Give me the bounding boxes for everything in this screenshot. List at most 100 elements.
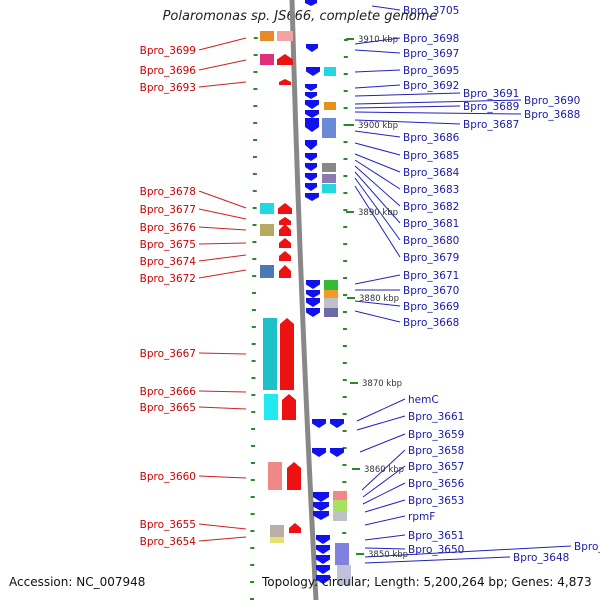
gene-block	[324, 102, 336, 110]
gene-block	[337, 565, 351, 575]
forward-gene-arrow	[287, 462, 301, 490]
right-leader-line	[354, 310, 401, 323]
left-gene-label: Bpro_3693	[140, 82, 196, 94]
gene-block	[324, 280, 338, 290]
reverse-gene-arrow	[312, 419, 326, 428]
right-leader-line	[354, 119, 461, 125]
right-leader-line	[354, 111, 522, 115]
gene-block	[270, 525, 284, 537]
gene-block	[263, 318, 277, 390]
left-leader-line	[198, 81, 247, 88]
right-leader-line	[354, 69, 401, 73]
left-gene-label: Bpro_3666	[140, 386, 197, 398]
left-gene-label: Bpro_3677	[140, 204, 196, 216]
gene-block	[322, 118, 336, 138]
reverse-gene-arrow	[306, 308, 320, 317]
reverse-gene-arrow	[305, 84, 317, 91]
right-gene-label: Bpro_3689	[463, 101, 519, 113]
gene-block	[268, 462, 282, 490]
right-gene-label: Bpro_3668	[403, 317, 459, 329]
right-leader-line	[364, 556, 511, 564]
reverse-gene-arrow	[316, 555, 330, 564]
right-gene-label: Bpro_3653	[408, 495, 464, 507]
left-leader-line	[198, 536, 247, 542]
kbp-label: 3860 kbp	[364, 465, 404, 475]
left-leader-line	[198, 190, 247, 209]
right-leader-line	[359, 433, 406, 453]
gene-block	[333, 500, 347, 511]
left-gene-label: Bpro_3654	[140, 536, 197, 548]
right-gene-label: Bpro_3697	[403, 48, 459, 60]
left-leader-line	[198, 475, 247, 479]
forward-gene-arrow	[279, 217, 291, 225]
right-leader-line	[354, 185, 401, 258]
right-gene-label: Bpro_3671	[403, 270, 459, 282]
gene-block	[322, 174, 336, 183]
right-leader-line	[354, 165, 401, 207]
right-leader-line	[362, 465, 406, 498]
gene-block	[333, 511, 347, 521]
kbp-label: 3850 kbp	[368, 550, 408, 560]
right-gene-label: Bpro_3659	[408, 429, 464, 441]
right-leader-line	[364, 515, 406, 526]
right-gene-label: Bpro_3679	[403, 252, 459, 264]
right-gene-label: Bpro_3650	[408, 544, 464, 556]
kbp-label: 3870 kbp	[362, 379, 402, 389]
right-gene-label: Bpro_3686	[403, 132, 460, 144]
left-leader-line	[198, 208, 247, 220]
forward-gene-arrow	[279, 79, 291, 85]
reverse-genes	[305, 0, 351, 585]
right-leader-line	[362, 482, 406, 505]
gene-block	[322, 184, 336, 193]
forward-gene-arrow	[280, 318, 294, 390]
gene-block	[260, 31, 274, 41]
forward-gene-arrow	[282, 394, 296, 420]
gene-block	[322, 163, 336, 172]
left-leader-line	[198, 269, 247, 279]
right-gene-label: Bpro_3682	[403, 201, 459, 213]
right-leader-line	[361, 449, 406, 491]
right-leader-line	[354, 49, 401, 54]
left-leader-line	[198, 59, 247, 71]
right-leader-line	[354, 84, 401, 89]
right-gene-label: Bpro_3681	[403, 218, 459, 230]
right-leader-line	[354, 159, 401, 190]
left-gene-label: Bpro_3655	[140, 519, 196, 531]
reverse-gene-arrow	[312, 448, 326, 457]
right-gene-label: Bpro_3661	[408, 411, 464, 423]
gene-block	[260, 224, 274, 236]
reverse-gene-arrow	[330, 419, 344, 428]
right-gene-label: Bpro_3648	[513, 552, 569, 564]
reverse-gene-arrow	[316, 535, 330, 544]
left-gene-label: Bpro_3699	[140, 45, 196, 57]
left-leader-line	[198, 523, 247, 530]
reverse-gene-arrow	[305, 173, 317, 181]
right-gene-label: Bpro_3680	[403, 235, 459, 247]
right-gene-label: Bpro_3670	[403, 285, 459, 297]
gene-block	[260, 54, 274, 65]
gene-block	[333, 491, 347, 500]
right-leader-line	[371, 5, 401, 11]
reverse-gene-arrow	[305, 100, 319, 109]
forward-genes	[260, 31, 301, 543]
right-gene-label: Bpro_3649	[574, 541, 600, 553]
reverse-gene-arrow	[306, 298, 320, 307]
reverse-gene-arrow	[306, 67, 320, 76]
gene-block	[324, 290, 338, 298]
genome-title: Polaromonas sp. JS666, complete genome	[162, 9, 438, 24]
forward-gene-arrow	[279, 251, 291, 261]
kbp-label: 3880 kbp	[359, 294, 399, 304]
right-leader-line	[354, 177, 401, 241]
right-leader-line	[364, 499, 406, 513]
right-leader-line	[364, 547, 406, 550]
right-gene-label: Bpro_3656	[408, 478, 465, 490]
reverse-gene-arrow	[330, 448, 344, 457]
gene-block	[260, 203, 274, 214]
right-leader-line	[354, 92, 461, 97]
right-leader-line	[356, 415, 406, 431]
right-gene-label: Bpro_3692	[403, 80, 459, 92]
gene-block	[335, 543, 349, 555]
topology-text: Topology: circular; Length: 5,200,264 bp…	[262, 575, 592, 589]
